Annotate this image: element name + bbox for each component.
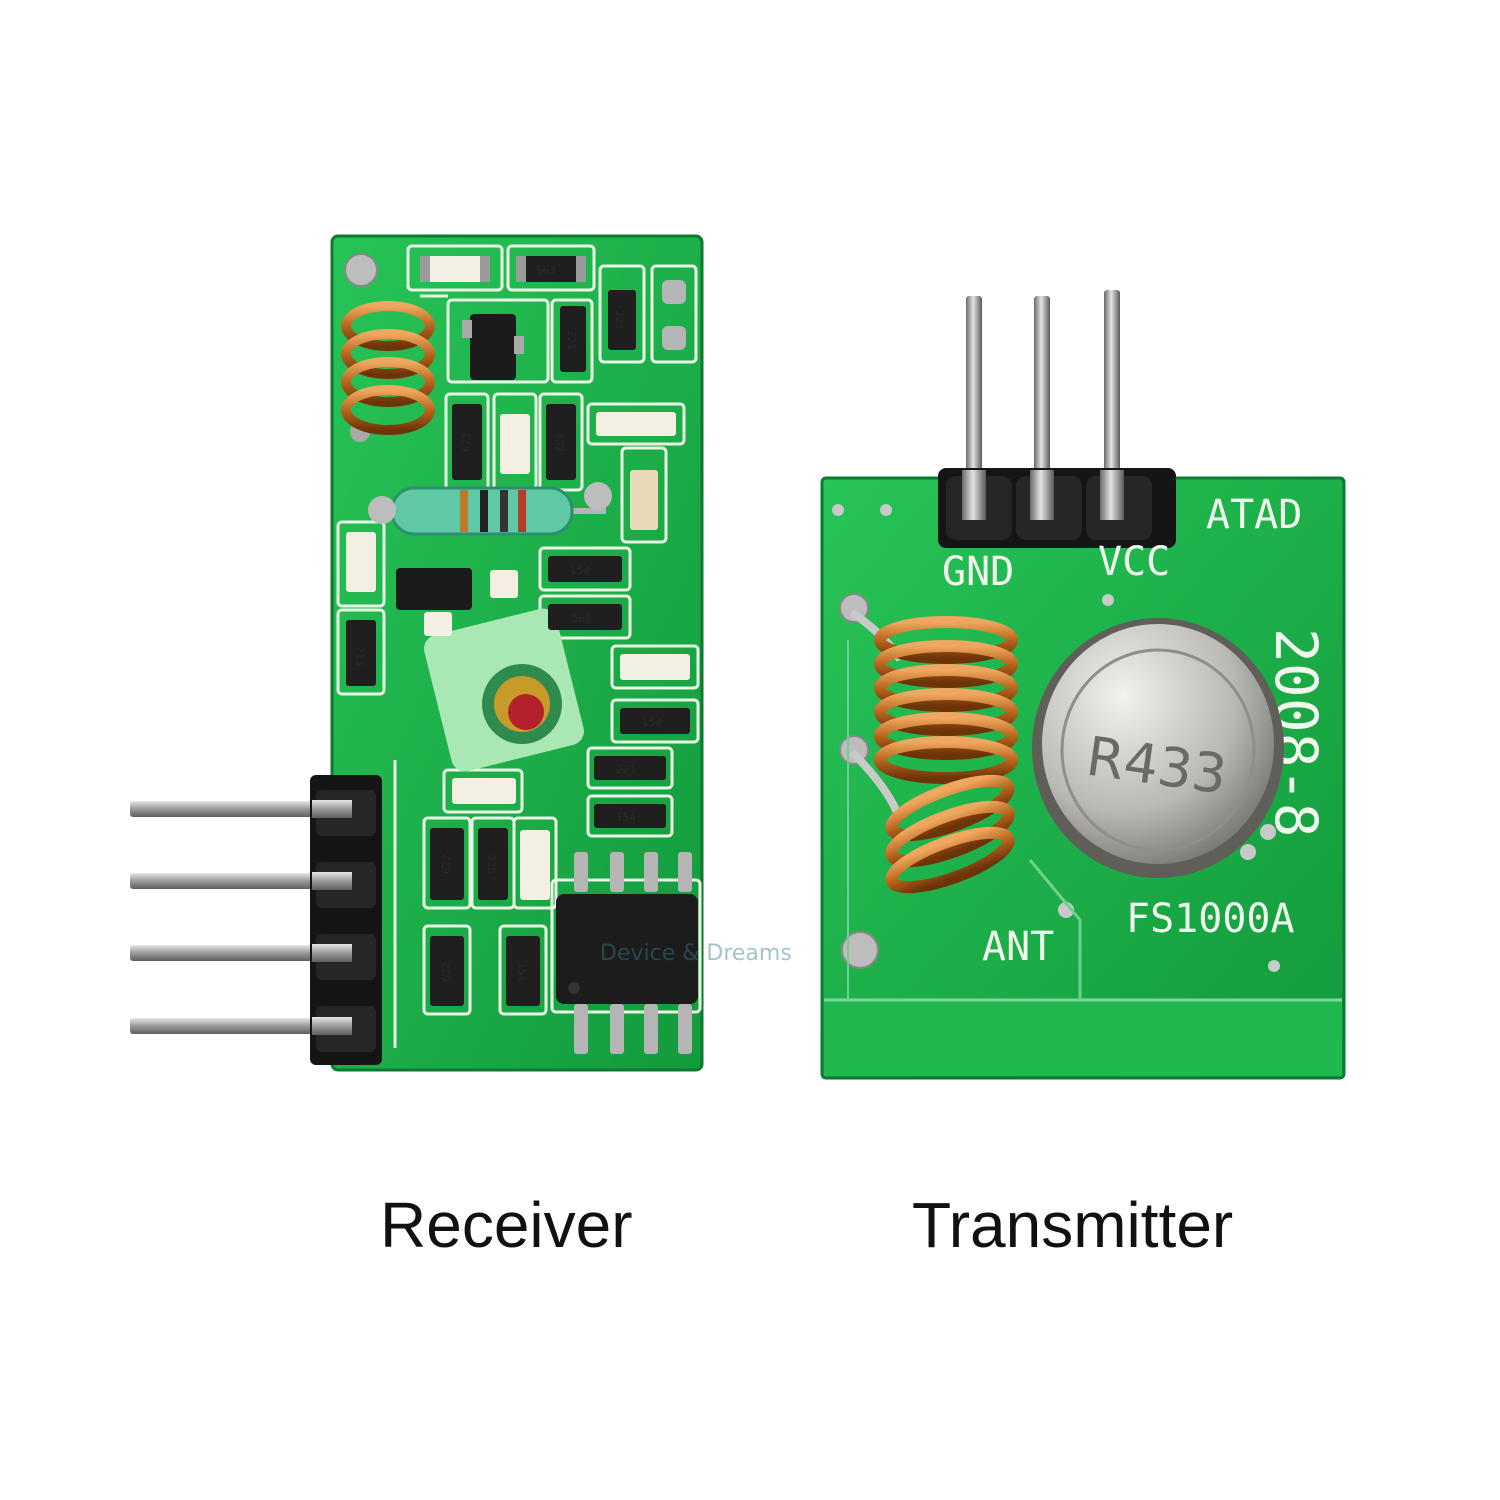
receiver-ic — [556, 852, 698, 1054]
vcc-label: VCC — [1098, 539, 1170, 585]
saw-resonator: R433 — [1032, 618, 1284, 878]
data-label: ATAD — [1206, 492, 1302, 538]
transmitter-antenna-coil — [849, 608, 1018, 894]
receiver-resistor-codes: 563 221 221 622 302 154 568 223 154 221 … — [353, 264, 662, 982]
smd-code: 302 — [553, 432, 566, 452]
receiver-inductor — [368, 482, 612, 536]
model-label: FS1000A — [1126, 896, 1295, 942]
receiver-silkscreen — [336, 244, 702, 1048]
smd-code: 622 — [460, 432, 473, 452]
transmitter-module: GND VCC ATAD ANT FS1000A 2008-8 R433 — [820, 290, 1346, 1080]
smd-code: 221 — [565, 330, 578, 350]
smd-code: 154 — [515, 962, 528, 982]
receiver-module: 563 221 221 622 302 154 568 223 154 221 … — [130, 234, 792, 1072]
smd-code: 622 — [440, 962, 453, 982]
gnd-label: GND — [942, 549, 1014, 595]
transmitter-header-block — [938, 468, 1176, 548]
receiver-header-pins — [130, 801, 330, 1034]
receiver-smd-parts — [346, 256, 690, 1006]
receiver-caption: Receiver — [380, 1189, 633, 1261]
transmitter-header-pins — [966, 290, 1120, 496]
receiver-antenna-coil — [341, 301, 435, 435]
smd-code: 223 — [353, 646, 366, 666]
smd-code: 221 — [616, 763, 636, 776]
smd-code: 154 — [642, 716, 662, 729]
smd-code: 154 — [616, 811, 636, 824]
smd-code: 563 — [536, 264, 556, 277]
smd-code: 154 — [570, 564, 590, 577]
smd-code: 622 — [440, 854, 453, 874]
smd-code: 335 — [485, 854, 498, 874]
transmitter-caption: Transmitter — [912, 1189, 1234, 1261]
smd-code: 568 — [572, 612, 592, 625]
ant-label: ANT — [982, 924, 1054, 970]
watermark: Device & Dreams — [600, 941, 792, 966]
smd-code: 221 — [613, 310, 626, 330]
receiver-header-block — [310, 775, 382, 1065]
receiver-trimmer — [424, 608, 584, 772]
